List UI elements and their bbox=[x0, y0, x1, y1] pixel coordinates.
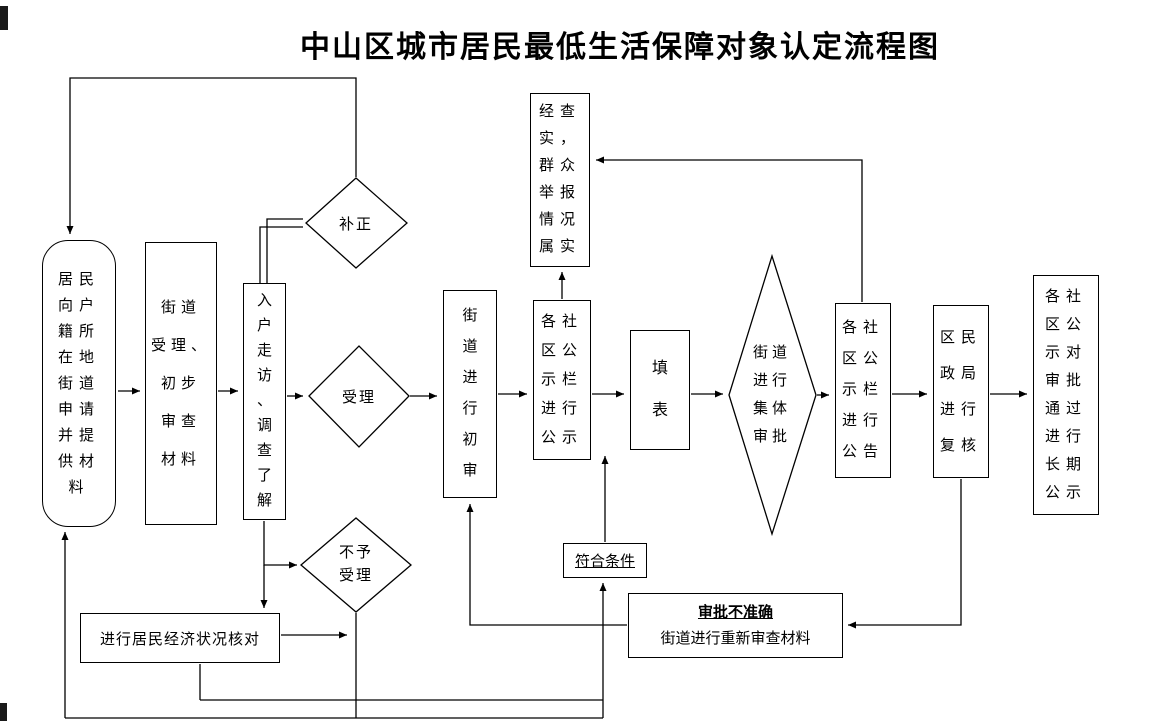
node-meets-conditions: 符合条件 bbox=[563, 543, 647, 578]
node-community-board-announcement: 各社 区公 示栏 进行 公告 bbox=[835, 303, 891, 478]
node-fill-form: 填 表 bbox=[630, 330, 690, 450]
node-approval-incorrect-rereview: 审批不准确 街道进行重新审查材料 bbox=[628, 593, 843, 658]
node-longterm-publicity-label: 各社 区公 示对 审批 通过 进行 长期 公示 bbox=[1044, 289, 1087, 501]
decision-collective-approval-label: 街道 进行 集体 审批 bbox=[741, 337, 803, 453]
diamond-buyu-shouli bbox=[299, 517, 413, 613]
approval-incorrect-label: 审批不准确 bbox=[697, 604, 773, 621]
buzheng-text: 补正 bbox=[338, 216, 373, 233]
node-community-board-announcement-label: 各社 区公 示栏 进行 公告 bbox=[841, 320, 884, 460]
diamond-buzheng bbox=[305, 177, 408, 269]
diamond-jiti-shenpi bbox=[728, 253, 817, 537]
node-community-board-publicity-label: 各社 区公 示栏 进行 公示 bbox=[540, 313, 583, 446]
node-resident-apply: 居民 向户 籍所 在地 街道 申请 并提 供材 料 bbox=[42, 240, 116, 527]
connectors bbox=[61, 77, 1027, 719]
node-economic-status-check-label: 进行居民经济状况核对 bbox=[99, 631, 260, 648]
arrow-buzhunque-to-chushen bbox=[466, 504, 627, 626]
node-meets-conditions-label: 符合条件 bbox=[574, 554, 635, 570]
node-community-board-publicity: 各社 区公 示栏 进行 公示 bbox=[533, 300, 591, 460]
arrow-gonggao-to-jingchashi bbox=[596, 156, 863, 302]
node-home-visit-investigate: 入 户 走 访 、 调 查 了 解 bbox=[243, 283, 286, 520]
node-resident-apply-label: 居民 向户 籍所 在地 街道 申请 并提 供材 料 bbox=[57, 271, 100, 496]
node-longterm-publicity: 各社 区公 示对 审批 通过 进行 长期 公示 bbox=[1033, 275, 1099, 515]
node-street-accept-review: 街道 受理、 初步 审查 材料 bbox=[145, 242, 217, 525]
decision-shouli-label: 受理 bbox=[329, 385, 389, 407]
line-visit-to-buzheng-b bbox=[266, 218, 303, 283]
street-rereview-label: 街道进行重新审查材料 bbox=[660, 630, 811, 647]
node-report-verified-label: 经查 实， 群众 举报 情况 属实 bbox=[538, 104, 581, 255]
node-civil-affairs-recheck: 区民 政局 进行 复核 bbox=[933, 305, 989, 478]
shouli-text: 受理 bbox=[341, 389, 376, 406]
node-report-verified: 经查 实， 群众 举报 情况 属实 bbox=[530, 93, 590, 267]
arrow-buzheng-return-to-apply bbox=[66, 77, 357, 234]
node-home-visit-investigate-label: 入 户 走 访 、 调 查 了 解 bbox=[256, 293, 272, 509]
node-fill-form-label: 填 表 bbox=[651, 360, 668, 419]
left-edge-artifact-top bbox=[0, 6, 8, 30]
page-title: 中山区城市居民最低生活保障对象认定流程图 bbox=[300, 31, 940, 64]
left-edge-artifact-bottom bbox=[0, 703, 7, 721]
decision-buzheng-label: 补正 bbox=[326, 212, 386, 234]
arrow-visit-to-buyushouli bbox=[263, 521, 297, 569]
arrow-fuhe-to-buzhunque bbox=[848, 479, 962, 629]
collective-approval-text: 街道 进行 集体 审批 bbox=[752, 345, 791, 445]
buyu-shouli-text: 不予 受理 bbox=[338, 545, 373, 584]
line-visit-to-buzheng-a bbox=[259, 226, 303, 283]
diamond-shouli bbox=[308, 345, 410, 448]
node-street-initial-review-label: 街 道 进 行 初 审 bbox=[462, 308, 478, 479]
decision-diamonds bbox=[299, 177, 817, 613]
node-economic-status-check: 进行居民经济状况核对 bbox=[80, 613, 280, 663]
node-civil-affairs-recheck-label: 区民 政局 进行 复核 bbox=[939, 329, 982, 454]
decision-buyu-shouli-label: 不予 受理 bbox=[326, 542, 386, 588]
node-street-accept-review-label: 街道 受理、 初步 审查 材料 bbox=[150, 299, 211, 468]
node-street-initial-review: 街 道 进 行 初 审 bbox=[443, 290, 497, 498]
